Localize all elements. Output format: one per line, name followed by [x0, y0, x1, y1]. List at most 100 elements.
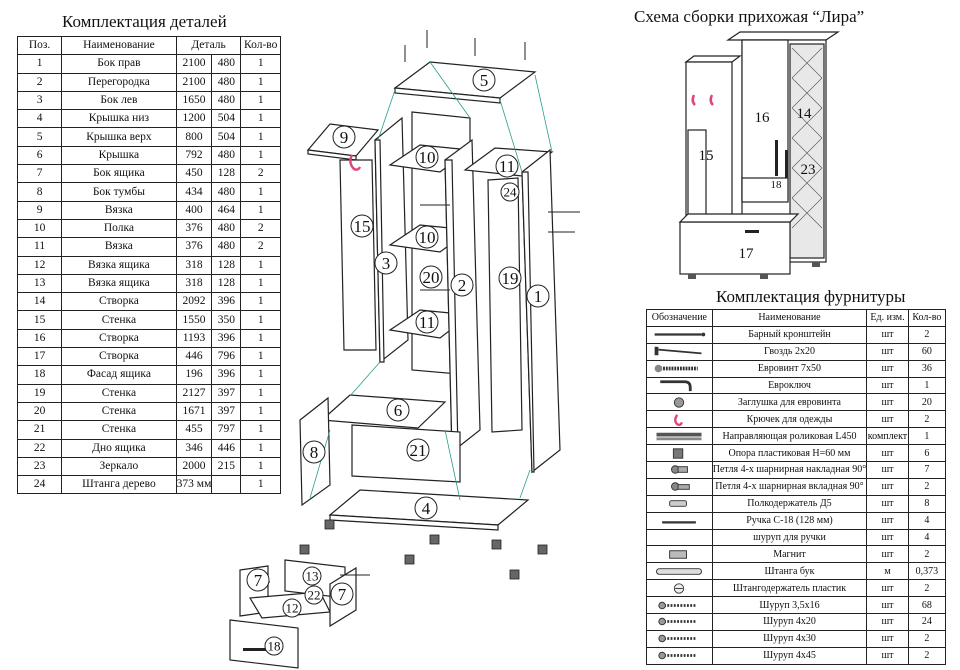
- position-circle: [495, 154, 519, 178]
- cell-pos: 5: [16, 127, 63, 147]
- cell-pos: 6: [16, 145, 63, 166]
- preview-wall-15: [687, 129, 707, 223]
- position-number: 20: [423, 268, 440, 287]
- cell-pos: 9: [16, 200, 63, 220]
- position-number: 1: [534, 287, 543, 306]
- position-circle: [264, 636, 284, 656]
- cell-qty: 2: [907, 545, 947, 564]
- position-number: 2: [458, 276, 467, 295]
- cell-qty: 2: [907, 410, 947, 429]
- cell-unit: шт: [866, 410, 909, 429]
- cell-qty: 2: [907, 325, 947, 344]
- cell-name: Петля 4-х шарнирная накладная 90°: [711, 461, 868, 479]
- plastic-leg-icon: [673, 447, 684, 459]
- hw-header-qty: Кол-во: [907, 309, 947, 327]
- leg-7: [299, 544, 310, 555]
- position-circle: [246, 568, 270, 592]
- position-number: 5: [480, 71, 489, 90]
- cell-unit: шт: [866, 325, 909, 344]
- position-number: 12: [286, 601, 299, 616]
- position-number: 11: [419, 313, 435, 332]
- cell-pos: 2: [16, 72, 63, 92]
- cell-unit: шт: [866, 359, 909, 378]
- position-circle: [302, 566, 322, 586]
- position-circle: [415, 145, 439, 169]
- position-label-5: 5: [472, 68, 496, 92]
- preview-hook-1: [691, 94, 696, 106]
- position-label-2: 2: [450, 273, 474, 297]
- cell-a: 196: [175, 365, 213, 385]
- cell-pos: 7: [16, 164, 63, 184]
- cell-b: 480: [211, 182, 242, 202]
- preview-leg-3: [812, 262, 820, 267]
- preview-label-17: 17: [739, 246, 755, 262]
- cell-qty: 2: [907, 629, 947, 648]
- preview-drawer-18: [741, 177, 789, 203]
- leg-6: [509, 569, 520, 580]
- cell-b: 128: [211, 164, 242, 184]
- position-circle: [350, 214, 374, 238]
- position-number: 10: [419, 228, 436, 247]
- handle-icon: [662, 521, 697, 524]
- cell-name: Стенка: [61, 401, 177, 422]
- cell-symbol: [646, 376, 713, 395]
- position-number: 19: [502, 269, 519, 288]
- position-label-12: 12: [282, 598, 302, 618]
- cell-name: Шуруп 4х30: [711, 629, 868, 648]
- cell-name: Бок тумбы: [61, 182, 177, 202]
- position-circle: [304, 585, 324, 605]
- cell-unit: шт: [866, 579, 909, 598]
- cell-symbol: [646, 596, 713, 615]
- screw-icon: [658, 652, 697, 660]
- cell-b: 396: [211, 292, 242, 312]
- position-circle: [415, 225, 439, 249]
- position-number: 7: [338, 585, 347, 604]
- cell-b: 480: [211, 54, 242, 74]
- cell-name: Стенка: [61, 383, 177, 403]
- cell-symbol: [646, 646, 713, 665]
- scheme-title: Схема сборки прихожая “Лира”: [634, 7, 865, 26]
- cell-a: 1200: [175, 109, 213, 129]
- cell-name: Барный кронштейн: [711, 325, 868, 344]
- position-number: 15: [354, 217, 371, 236]
- cell-b: 504: [211, 109, 242, 129]
- cell-name: Шуруп 4х45: [711, 646, 868, 665]
- cell-pos: 17: [16, 347, 63, 367]
- cell-symbol: [646, 342, 713, 361]
- cell-pos: 18: [16, 365, 63, 385]
- cell-name: Вязка: [61, 200, 177, 220]
- cell-name: Петля 4-х шарнирная вкладная 90°: [711, 477, 868, 496]
- cell-unit: шт: [866, 477, 909, 496]
- cell-unit: комплект: [866, 427, 909, 446]
- cell-b: 215: [211, 456, 242, 477]
- position-number: 24: [504, 185, 518, 200]
- cell-name: Штанга бук: [711, 562, 868, 581]
- euroscrew-icon: [654, 364, 699, 373]
- cell-pos: 12: [16, 255, 63, 275]
- position-label-15: 15: [350, 214, 374, 238]
- cell-unit: шт: [866, 613, 909, 631]
- cell-qty: 6: [907, 444, 947, 463]
- position-circle: [302, 440, 326, 464]
- cell-b: 504: [211, 127, 242, 147]
- overlay-hinge-icon: [671, 465, 689, 475]
- cell-symbol: [646, 410, 713, 429]
- cell-unit: шт: [866, 646, 909, 665]
- screw-icon: [658, 601, 697, 609]
- position-label-9: 9: [332, 125, 356, 149]
- position-label-7: 7: [330, 582, 354, 606]
- cell-pos: 1: [16, 54, 63, 74]
- preview-top: [726, 31, 840, 41]
